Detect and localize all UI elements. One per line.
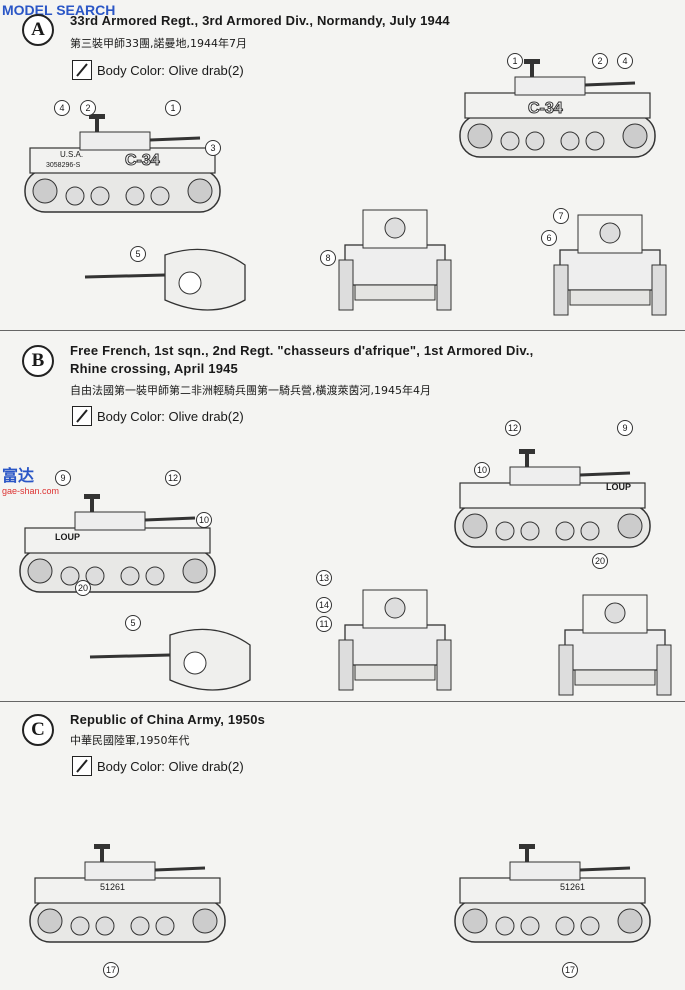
marking-c34: C-34 <box>125 152 161 170</box>
callout-14: 14 <box>316 597 332 613</box>
callout-17-r: 17 <box>562 962 578 978</box>
marking-serial: 3058296-S <box>46 162 81 169</box>
callout-13: 13 <box>316 570 332 586</box>
callout-5: 5 <box>130 246 146 262</box>
section-b: B Free French, 1st sqn., 2nd Regt. "chas… <box>0 331 685 702</box>
paint-label: Body Color: Olive drab(2) <box>97 408 244 424</box>
callout-3: 3 <box>205 140 221 156</box>
section-b-title-1: Free French, 1st sqn., 2nd Regt. "chasse… <box>70 343 534 358</box>
callout-20-r: 20 <box>592 553 608 569</box>
marking-roc-right: 51261 <box>560 882 586 892</box>
callout-1: 1 <box>165 100 181 116</box>
section-letter-c: C <box>22 714 54 746</box>
tank-front-a <box>338 209 452 311</box>
paint-brush-icon <box>72 60 92 80</box>
section-a-title: 33rd Armored Regt., 3rd Armored Div., No… <box>70 13 450 28</box>
marking-roc-left: 51261 <box>100 882 126 892</box>
marking-loup-right: LOUP <box>606 482 632 492</box>
marking-usa: U.S.A. <box>60 150 84 159</box>
section-c-cn: 中華民國陸軍,1950年代 <box>70 734 190 747</box>
callout-9-r: 9 <box>617 420 633 436</box>
marking-loup-left: LOUP <box>55 532 81 542</box>
tank-side-left-b <box>18 492 217 594</box>
callout-11: 11 <box>316 616 332 632</box>
tank-rear-b <box>558 594 672 696</box>
callout-10: 10 <box>196 512 212 528</box>
paint-color-b: Body Color: Olive drab(2) <box>72 406 244 426</box>
paint-brush-icon <box>72 756 92 776</box>
callout-5-b: 5 <box>125 615 141 631</box>
paint-color-c: Body Color: Olive drab(2) <box>72 756 244 776</box>
section-c: C Republic of China Army, 1950s 中華民國陸軍,1… <box>0 702 685 990</box>
turret-top-b <box>88 627 252 692</box>
callout-12-r: 12 <box>505 420 521 436</box>
turret-top-a <box>83 247 247 312</box>
callout-1-r: 1 <box>507 53 523 69</box>
callout-2: 2 <box>80 100 96 116</box>
section-b-cn: 自由法國第一裝甲師第二非洲輕騎兵團第一騎兵營,橫渡萊茵河,1945年4月 <box>70 384 431 397</box>
callout-6: 6 <box>541 230 557 246</box>
paint-brush-icon <box>72 406 92 426</box>
section-a-cn: 第三裝甲師33團,諾曼地,1944年7月 <box>70 37 247 50</box>
section-letter-b: B <box>22 345 54 377</box>
callout-10-r: 10 <box>474 462 490 478</box>
callout-8: 8 <box>320 250 336 266</box>
callout-4: 4 <box>54 100 70 116</box>
callout-20: 20 <box>75 580 91 596</box>
tank-rear-a <box>553 214 667 316</box>
tank-side-right-c <box>453 842 652 944</box>
callout-12: 12 <box>165 470 181 486</box>
paint-label: Body Color: Olive drab(2) <box>97 62 244 78</box>
callout-4-r: 4 <box>617 53 633 69</box>
section-c-title: Republic of China Army, 1950s <box>70 712 266 727</box>
section-b-title-2: Rhine crossing, April 1945 <box>70 361 238 376</box>
callout-9: 9 <box>55 470 71 486</box>
paint-label: Body Color: Olive drab(2) <box>97 758 244 774</box>
callout-2-r: 2 <box>592 53 608 69</box>
callout-17-l: 17 <box>103 962 119 978</box>
marking-c34-right: C-34 <box>528 100 564 118</box>
section-a: A 33rd Armored Regt., 3rd Armored Div., … <box>0 0 685 331</box>
tank-side-left-c <box>28 842 227 944</box>
paint-color-a: Body Color: Olive drab(2) <box>72 60 244 80</box>
callout-7: 7 <box>553 208 569 224</box>
tank-front-b <box>338 589 452 691</box>
section-letter-a: A <box>22 14 54 46</box>
